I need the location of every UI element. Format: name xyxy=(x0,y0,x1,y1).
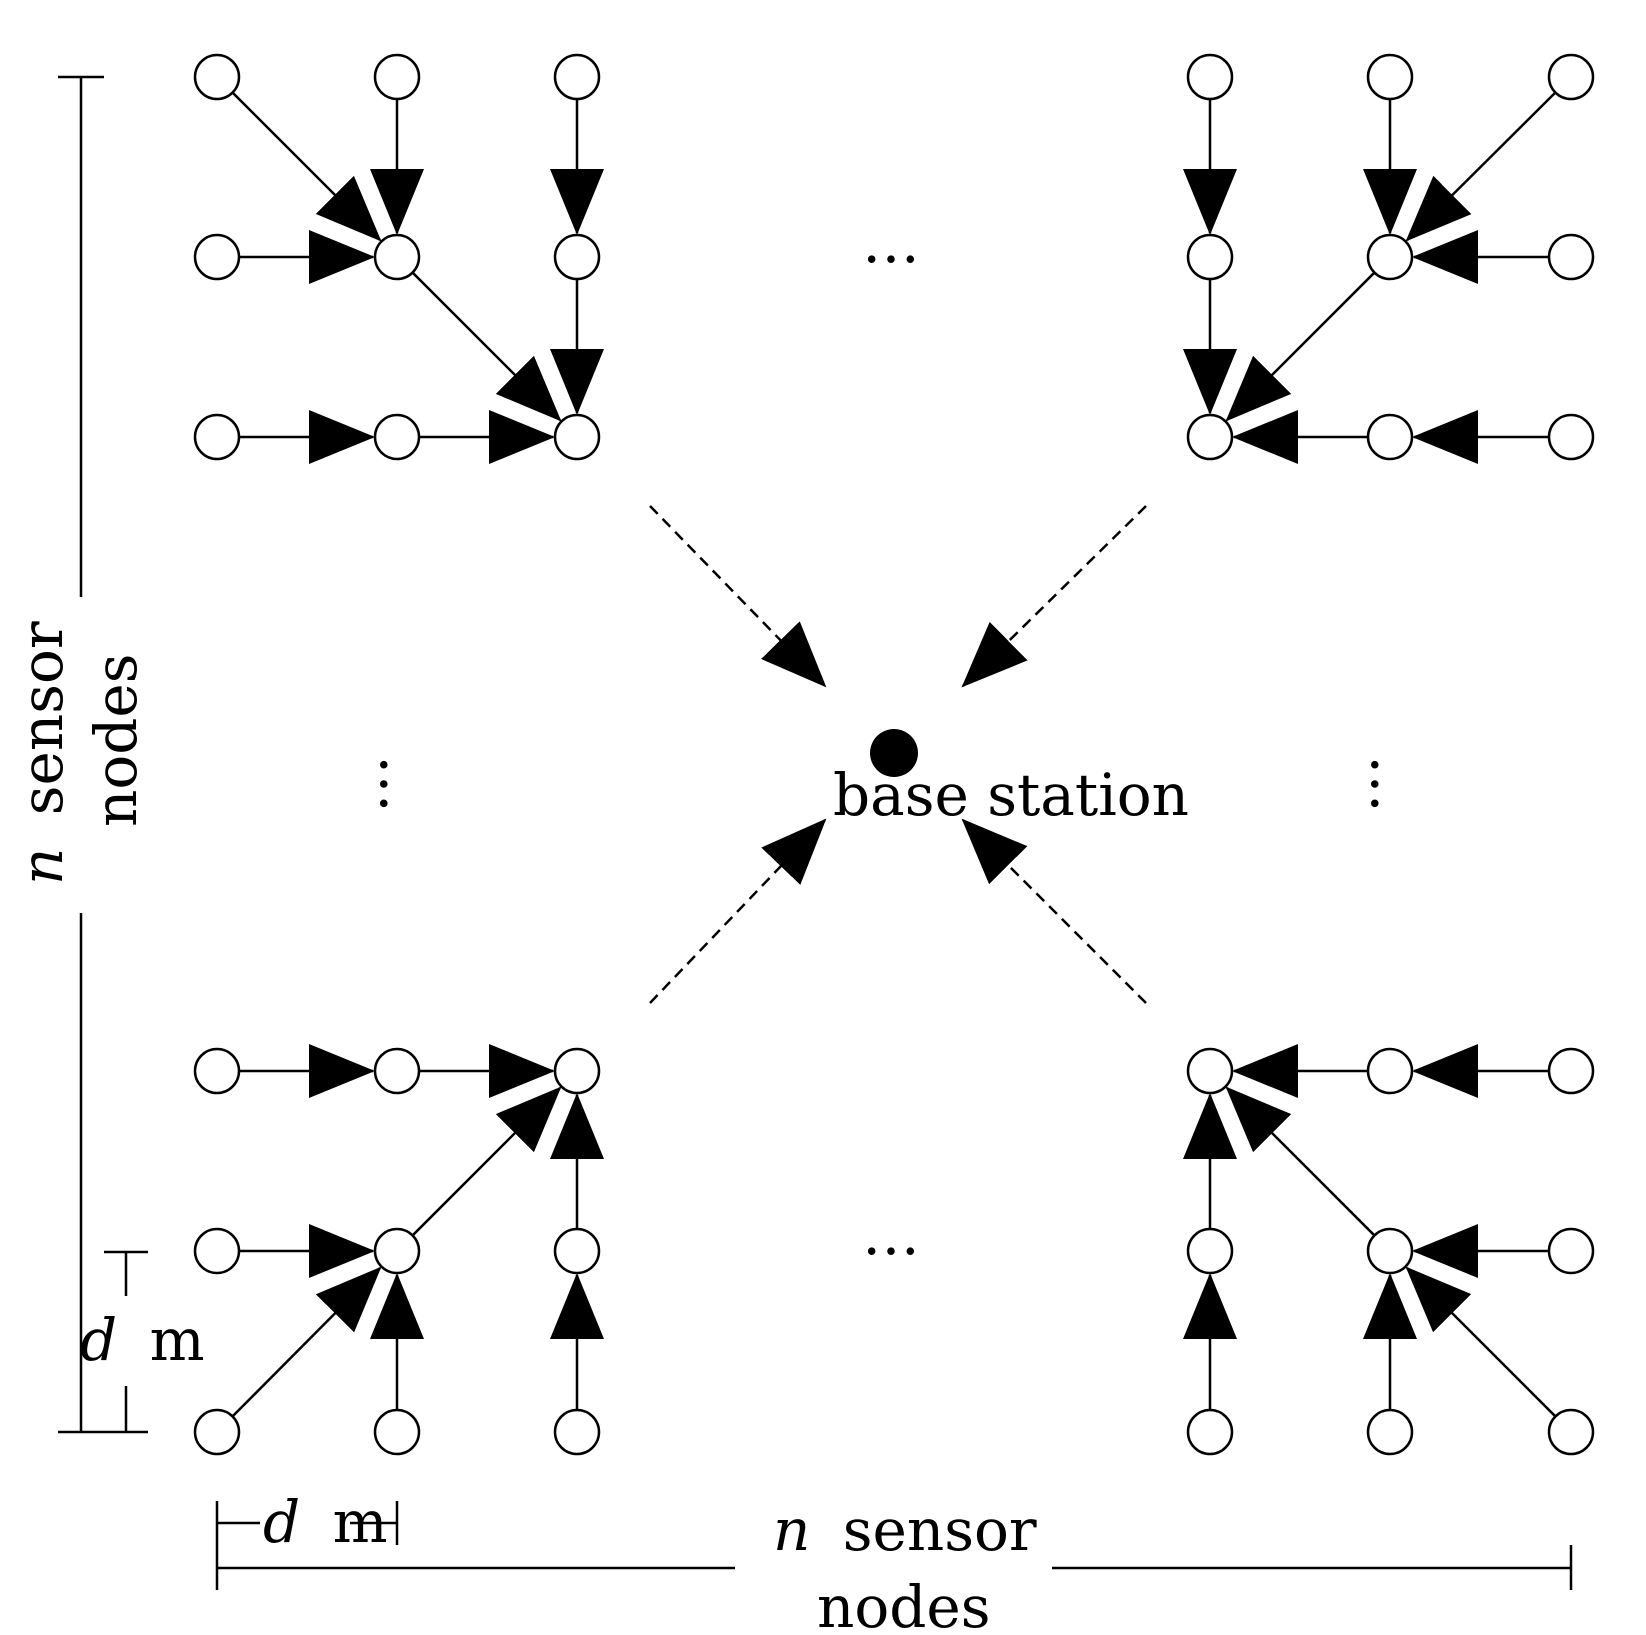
sensor-node xyxy=(1366,413,1414,461)
horizontal-count-text: sensor xyxy=(843,1496,1037,1564)
routing-edge xyxy=(411,271,562,422)
sensor-node xyxy=(193,1047,241,1095)
routing-edge xyxy=(231,91,382,242)
vertical-count-text: sensor xyxy=(8,621,76,815)
sensor-node xyxy=(1186,233,1234,281)
sensor-node xyxy=(1547,233,1595,281)
routing-edge xyxy=(1405,91,1557,242)
sensor-node xyxy=(1186,1047,1234,1095)
routing-edge xyxy=(1225,1086,1376,1237)
dashed-link xyxy=(649,505,827,688)
base-station-label: base station xyxy=(833,761,1189,829)
sensor-node xyxy=(1366,1227,1414,1275)
sensor-node xyxy=(193,1227,241,1275)
routing-edges xyxy=(231,91,1557,1418)
sensor-node xyxy=(193,413,241,461)
base-station-node xyxy=(870,729,918,777)
vertical-count-var: n xyxy=(8,848,76,885)
base-station-links xyxy=(649,505,1147,1004)
horizontal-spacing-label: d m xyxy=(263,1488,388,1556)
horizontal-count-text-2: nodes xyxy=(817,1573,991,1635)
routing-edge xyxy=(411,1086,562,1237)
sensor-node xyxy=(193,1408,241,1456)
svg-text:n sensor: n sensor xyxy=(8,621,76,885)
routing-edge xyxy=(231,1266,382,1418)
sensor-node xyxy=(373,53,421,101)
sensor-node xyxy=(1366,53,1414,101)
sensor-node xyxy=(1547,413,1595,461)
sensor-node xyxy=(373,413,421,461)
vertical-count-text-2: nodes xyxy=(82,654,150,828)
routing-edge xyxy=(1225,271,1376,422)
sensor-node xyxy=(1186,53,1234,101)
sensor-node xyxy=(373,1047,421,1095)
sensor-node xyxy=(1186,1227,1234,1275)
sensor-node xyxy=(1186,1408,1234,1456)
sensor-nodes xyxy=(193,53,1595,1456)
sensor-node xyxy=(1547,53,1595,101)
dashed-link xyxy=(649,818,827,1004)
dashed-link xyxy=(961,505,1147,688)
dashed-link xyxy=(961,818,1147,1004)
horizontal-count-var: n xyxy=(773,1496,810,1564)
sensor-node xyxy=(1186,413,1234,461)
sensor-node xyxy=(1366,233,1414,281)
ellipsis-left: … xyxy=(367,755,435,813)
sensor-node xyxy=(1547,1047,1595,1095)
sensor-node xyxy=(553,53,601,101)
sensor-node xyxy=(373,1227,421,1275)
sensor-node xyxy=(553,413,601,461)
horizontal-extent-label: n sensor xyxy=(773,1496,1037,1564)
sensor-node xyxy=(373,233,421,281)
sensor-node xyxy=(1366,1047,1414,1095)
ellipsis-right: … xyxy=(1358,755,1426,813)
vertical-spacing-unit: m xyxy=(150,1306,205,1374)
horizontal-spacing-unit: m xyxy=(333,1488,388,1556)
sensor-node xyxy=(553,233,601,281)
sensor-node xyxy=(193,233,241,281)
vertical-spacing-var: d xyxy=(80,1306,117,1374)
vertical-extent-label: n sensor nodes xyxy=(8,621,150,885)
sensor-node xyxy=(553,1227,601,1275)
sensor-node xyxy=(553,1408,601,1456)
sensor-node xyxy=(1366,1408,1414,1456)
horizontal-spacing-var: d xyxy=(263,1488,300,1556)
vertical-spacing-label: d m xyxy=(80,1306,205,1374)
sensor-node xyxy=(553,1047,601,1095)
sensor-node xyxy=(1547,1408,1595,1456)
sensor-node xyxy=(193,53,241,101)
sensor-node xyxy=(1547,1227,1595,1275)
ellipsis-top: … xyxy=(862,208,920,276)
routing-edge xyxy=(1405,1266,1557,1418)
ellipsis-bottom: … xyxy=(862,1200,920,1268)
sensor-node xyxy=(373,1408,421,1456)
